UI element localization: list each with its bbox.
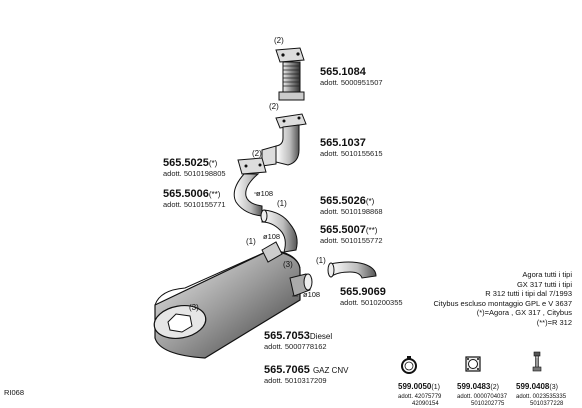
qty-565-5007: (1) xyxy=(246,237,256,246)
qty-565-5025: (2) xyxy=(252,149,262,158)
part-adott: adott. 5010155772 xyxy=(320,236,383,245)
info-line: (**)=R 312 xyxy=(536,317,572,327)
accessory-qty: (1) xyxy=(431,384,440,391)
accessory-599-0483[interactable]: 599.0483(2) adott. 0000704037 5010202775 xyxy=(457,376,507,408)
accessory-qty: (3) xyxy=(549,384,558,391)
part-565-5007[interactable]: 565.5007(**) adott. 5010155772 xyxy=(320,224,383,245)
part-suffix: (*) xyxy=(208,159,218,168)
part-565-1084[interactable]: 565.1084 adott. 5000951507 xyxy=(320,66,383,87)
application-info: Agora tutti i tipi GX 317 tutti i tipi R… xyxy=(433,270,572,328)
accessory-adott: adott. 0000704037 xyxy=(457,394,508,400)
accessory-adott: adott. 42075779 xyxy=(398,394,442,400)
qty-565-7053: (3) xyxy=(189,303,199,312)
bolt-icon xyxy=(532,351,542,372)
part-code: 565.1037 xyxy=(320,137,366,149)
qty-outlet: (3) xyxy=(283,260,293,269)
part-adott: adott. 5010155615 xyxy=(320,149,383,158)
silencer-565-7053 xyxy=(153,241,313,359)
qty-565-9069: (1) xyxy=(316,256,326,265)
part-code: 565.5026 xyxy=(320,195,366,207)
accessory-code: 599.0050 xyxy=(398,382,432,391)
part-565-1037[interactable]: 565.1037 adott. 5010155615 xyxy=(320,137,383,158)
info-line: Agora tutti i tipi xyxy=(522,270,572,279)
part-code: 565.7053 xyxy=(264,330,310,342)
accessory-adott: adott. 0023535335 xyxy=(516,394,567,400)
accessory-599-0050[interactable]: 599.0050(1) adott. 42075779 42090154 xyxy=(398,376,441,408)
part-suffix: (**) xyxy=(365,226,378,235)
accessory-599-0408[interactable]: 599.0408(3) adott. 0023535335 5010377228 xyxy=(516,376,566,408)
qty-565-1084: (2) xyxy=(274,36,284,45)
tail-pipe-565-9069 xyxy=(327,261,377,279)
part-adott: adott. 5010155771 xyxy=(163,200,226,209)
clamp-ring-icon xyxy=(401,356,417,374)
part-adott: adott. 5000951507 xyxy=(320,78,383,87)
part-adott: adott. 5010317209 xyxy=(264,376,327,385)
part-565-7053[interactable]: 565.7053Diesel adott. 5000778162 xyxy=(264,330,332,351)
flexible-pipe-565-1084 xyxy=(275,47,305,101)
accessory-qty: (2) xyxy=(490,384,499,391)
part-suffix: Diesel xyxy=(309,332,333,341)
part-suffix: (**) xyxy=(208,190,221,199)
part-565-9069[interactable]: 565.9069 adott. 5010200355 xyxy=(340,286,403,307)
accessory-code: 599.0408 xyxy=(516,382,550,391)
gasket-icon xyxy=(465,356,481,372)
diameter-label: ø108 xyxy=(303,290,321,299)
part-code: 565.1084 xyxy=(320,66,366,78)
qty-565-1037: (2) xyxy=(269,102,279,111)
bend-pipe-565-1037 xyxy=(261,113,307,167)
info-line: R 312 tutti i tipi dal 7/1993 xyxy=(485,289,572,299)
info-line: GX 317 tutti i tipi xyxy=(516,279,572,289)
diameter-label: ø108 xyxy=(256,189,274,198)
info-line: (*)=Agora , GX 317 , Citybus xyxy=(476,308,572,318)
part-code: 565.5025 xyxy=(163,157,209,169)
part-565-5006[interactable]: 565.5006(**) adott. 5010155771 xyxy=(163,188,226,209)
part-code: 565.5007 xyxy=(320,224,366,236)
front-pipe-565-5025 xyxy=(233,157,267,217)
info-line: Citybus escluso montaggio GPL e V 3637 xyxy=(433,298,572,308)
part-code: 565.5006 xyxy=(163,188,209,200)
catalog-reference: RI068 xyxy=(4,388,25,397)
part-565-5025[interactable]: 565.5025(*) adott. 5010198805 xyxy=(163,157,226,178)
diameter-label: ø108 xyxy=(263,232,281,241)
part-code: 565.7065 xyxy=(264,364,310,376)
part-565-7065[interactable]: 565.7065 GAZ CNV adott. 5010317209 xyxy=(264,364,349,385)
part-code: 565.9069 xyxy=(340,286,386,298)
accessory-adott-2: 5010202775 xyxy=(471,401,505,407)
accessory-adott-2: 42090154 xyxy=(412,401,439,407)
middle-pipe-565-5026 xyxy=(260,209,298,253)
part-adott: adott. 5010200355 xyxy=(340,298,403,307)
part-suffix: GAZ CNV xyxy=(312,366,349,375)
accessory-code: 599.0483 xyxy=(457,382,491,391)
qty-565-5026: (1) xyxy=(277,199,287,208)
part-565-5026[interactable]: 565.5026(*) adott. 5010198868 xyxy=(320,195,383,216)
part-adott: adott. 5010198805 xyxy=(163,169,226,178)
part-suffix: (*) xyxy=(365,197,375,206)
accessory-adott-2: 5010377228 xyxy=(530,401,564,407)
part-adott: adott. 5010198868 xyxy=(320,207,383,216)
part-adott: adott. 5000778162 xyxy=(264,342,327,351)
